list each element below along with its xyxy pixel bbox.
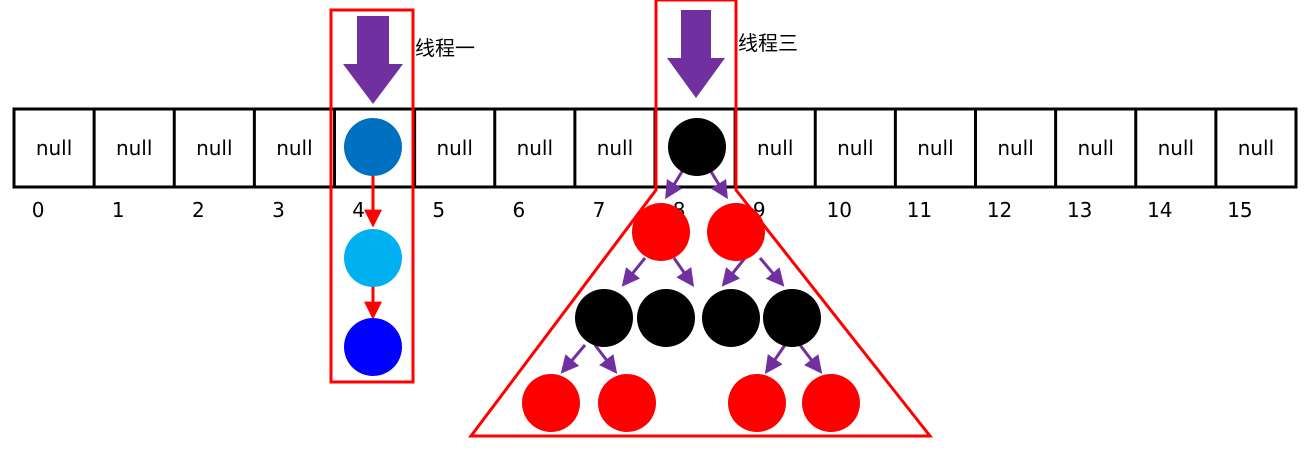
bucket-index-14: 14 — [1147, 198, 1172, 222]
thread-three-arrow-icon — [667, 10, 725, 98]
tree-root-node — [668, 118, 726, 176]
thread-three-group: 线程三 — [467, 0, 934, 438]
bucket-index-4: 4 — [352, 198, 365, 222]
thread-one-label: 线程一 — [415, 36, 475, 60]
bucket-index-1: 1 — [112, 198, 125, 222]
tree-level1-node-2 — [707, 203, 765, 261]
bucket-index-11: 11 — [907, 198, 932, 222]
bucket-index-2: 2 — [192, 198, 205, 222]
bucket-cell-6-label: null — [517, 136, 553, 160]
tree-edge-l2d-left — [764, 344, 787, 374]
tree-edge-root-left — [665, 169, 685, 200]
bucket-index-12: 12 — [987, 198, 1012, 222]
bucket-cell-9-label: null — [757, 136, 793, 160]
bucket-index-labels: 0123456789101112131415 — [32, 198, 1253, 222]
bucket-cell-15-label: null — [1238, 136, 1274, 160]
tree-edge-l1a-right — [672, 257, 695, 287]
list-node-2 — [344, 229, 402, 287]
bucket-cell-10-label: null — [837, 136, 873, 160]
tree-level1-node-1 — [632, 203, 690, 261]
bucket-cell-5-label: null — [436, 136, 472, 160]
tree-edges — [560, 169, 823, 374]
bucket-cell-11-label: null — [917, 136, 953, 160]
bucket-index-15: 15 — [1227, 198, 1252, 222]
tree-level3-node-3 — [728, 374, 786, 432]
thread-one-group: 线程一 — [329, 8, 475, 384]
tree-level2-node-1 — [575, 289, 633, 347]
bucket-index-10: 10 — [827, 198, 852, 222]
tree-edge-l2d-right — [798, 344, 823, 374]
tree-level3-node-4 — [802, 374, 860, 432]
bucket-cell-1-label: null — [116, 136, 152, 160]
tree-level3-node-2 — [598, 374, 656, 432]
bucket-cell-13-label: null — [1077, 136, 1113, 160]
tree-edge-l1b-left — [721, 257, 747, 287]
bucket-index-13: 13 — [1067, 198, 1092, 222]
list-node-3 — [344, 318, 402, 376]
tree-edge-l1a-left — [621, 257, 647, 287]
bucket-cell-7-label: null — [597, 136, 633, 160]
thread-three-label: 线程三 — [738, 31, 798, 55]
bucket-cell-3-label: null — [276, 136, 312, 160]
list-node-1 — [344, 118, 402, 176]
tree-level3-node-1 — [522, 374, 580, 432]
tree-edge-l1b-right — [758, 257, 785, 287]
bucket-index-3: 3 — [272, 198, 285, 222]
bucket-cell-12-label: null — [997, 136, 1033, 160]
bucket-index-7: 7 — [593, 198, 606, 222]
bucket-cell-0-label: null — [36, 136, 72, 160]
bucket-cell-labels: null null null null null null null null null null… — [36, 136, 1274, 160]
tree-edge-l2a-left — [560, 344, 587, 374]
bucket-cell-2-label: null — [196, 136, 232, 160]
bucket-cell-14-label: null — [1158, 136, 1194, 160]
bucket-index-6: 6 — [512, 198, 525, 222]
tree-level2-node-3 — [702, 289, 760, 347]
tree-edge-root-right — [708, 169, 728, 200]
tree-level2-node-4 — [763, 289, 821, 347]
bucket-index-0: 0 — [32, 198, 45, 222]
tree-level2-node-2 — [637, 289, 695, 347]
tree-edge-l2a-right — [593, 344, 618, 374]
thread-three-highlight-shape — [467, 0, 934, 438]
bucket-index-5: 5 — [432, 198, 445, 222]
thread-one-highlight-box — [329, 8, 415, 384]
thread-one-arrow-icon — [343, 16, 403, 104]
